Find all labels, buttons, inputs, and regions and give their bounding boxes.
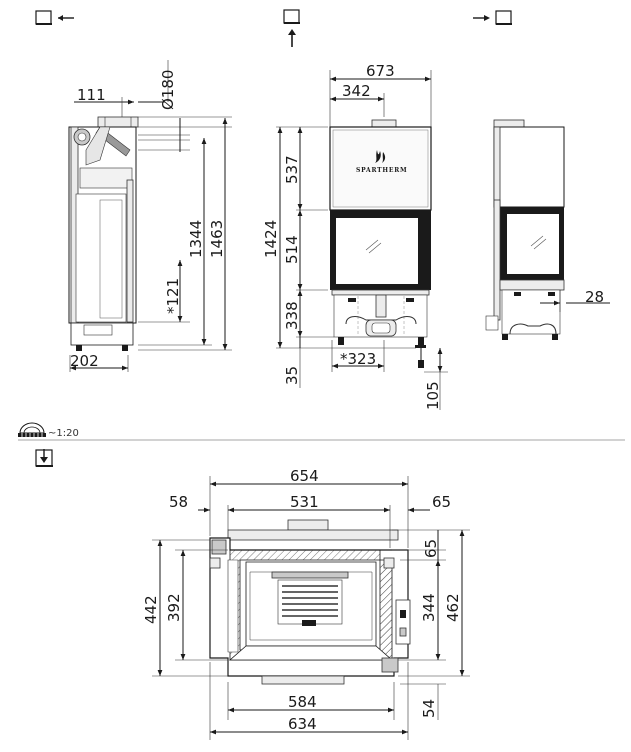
top-depth-inner-label: 392 <box>165 593 183 622</box>
flue-diameter-label: Ø180 <box>159 70 177 110</box>
front-height-top-label: 537 <box>283 155 301 184</box>
top-offset-right-label: 65 <box>432 493 451 511</box>
front-view: SPARTHERM <box>276 70 448 410</box>
front-foot-height-label: 35 <box>283 366 301 385</box>
top-width-total-label: 654 <box>290 467 319 485</box>
front-height-door-label: 514 <box>283 235 301 264</box>
side-height-total-label: 1463 <box>208 220 226 258</box>
top-width-inner-label: 531 <box>290 493 319 511</box>
front-height-total-label: 1424 <box>262 220 280 258</box>
side-height-flue-label: 1344 <box>187 220 205 258</box>
right-side-view <box>485 119 610 340</box>
side-view <box>68 60 232 372</box>
view-from-top-icon <box>35 449 53 467</box>
front-height-base-label: 338 <box>283 301 301 330</box>
top-width-front-total-label: 634 <box>288 715 317 733</box>
top-front-offset-label: 54 <box>420 699 438 718</box>
scale-label: ~1:20 <box>48 428 79 439</box>
top-depth-side-label: 344 <box>420 593 438 622</box>
front-foot-adjust-label: 105 <box>424 381 442 410</box>
scale-ruler-icon <box>18 422 46 437</box>
flue-offset-label: 111 <box>77 86 106 104</box>
front-flue-offset-label: 342 <box>342 82 371 100</box>
view-from-left-icon <box>35 10 74 25</box>
right-offset-label: 28 <box>585 288 604 306</box>
top-offset-right-top-label: 65 <box>422 539 440 558</box>
brand-logo-text: SPARTHERM <box>356 167 407 174</box>
top-offset-left-label: 58 <box>169 493 188 511</box>
top-depth-total-label: 442 <box>142 595 160 624</box>
view-from-front-icon <box>283 9 300 47</box>
front-width-total-label: 673 <box>366 62 395 80</box>
side-depth-base-label: 202 <box>70 352 99 370</box>
side-inlet-height-label: *121 <box>164 278 182 314</box>
top-width-front-inner-label: 584 <box>288 693 317 711</box>
front-air-inlet-label: *323 <box>340 350 376 368</box>
spartherm-logo: SPARTHERM <box>356 150 407 174</box>
top-view <box>152 476 470 740</box>
view-from-right-icon <box>473 10 512 25</box>
top-depth-right-total-label: 462 <box>444 593 462 622</box>
